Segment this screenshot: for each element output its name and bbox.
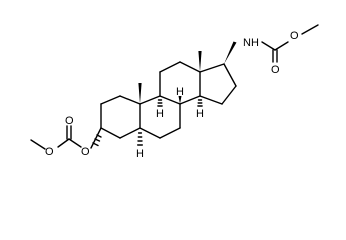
bond-c14-c8 [179, 95, 201, 105]
bond-c3-c4 [100, 127, 121, 139]
bond-o-ring-carbonate-c [68, 138, 82, 148]
label-h-c5: H [136, 148, 144, 160]
label-h-c14: H [196, 108, 204, 120]
label-carbonate-carbonyl-o: O [65, 115, 74, 127]
bond-carbamate-c-o-ester [274, 41, 289, 51]
bond-c10-c9 [139, 95, 161, 105]
label-carbamate-carbonyl-o: O [271, 64, 280, 76]
hash-c14-h [197, 99, 203, 107]
bond-carbonate-c-o-left [57, 138, 70, 148]
bond-c3-o-ring [90, 127, 102, 149]
bond-c13-c17 [199, 63, 225, 73]
bond-c9-c8 [159, 95, 181, 105]
bond-c11-c12 [159, 61, 181, 73]
label-carbamate-ester-o: O [290, 30, 299, 42]
bonds [30, 24, 319, 150]
hash-c3-o [92, 134, 102, 147]
hash-c5-h [136, 132, 144, 146]
structure-svg: NH O O O O O H H H H [30, 24, 319, 160]
bond-c4-c5 [119, 127, 141, 139]
bond-c17-c16 [223, 63, 237, 87]
wedge-c17-nh [224, 41, 237, 64]
bond-c16-c15 [221, 85, 237, 105]
label-h-c8: H [176, 86, 184, 98]
bond-c12-c13 [179, 61, 201, 73]
wedge-c13-methyl [198, 51, 202, 72]
bond-nh-carbamate-c [261, 41, 276, 51]
molecule-structure-diagram: NH O O O O O H H H H [30, 24, 319, 160]
bond-c10-c1 [119, 95, 141, 105]
wedge-c10-methyl [138, 83, 142, 104]
bond-c6-c5 [139, 127, 161, 139]
bond-o-ester-methyl [301, 24, 319, 35]
hash-c9-h [157, 99, 163, 107]
label-carbamate-nh: NH [243, 37, 259, 49]
label-carbonate-o-ring: O [81, 146, 90, 158]
wedge-c8-h [178, 96, 182, 104]
bond-c15-c14 [199, 95, 223, 105]
atom-labels: NH O O O O O H H H H [45, 30, 299, 160]
bond-c1-c2 [100, 95, 121, 105]
label-carbonate-o-left: O [45, 146, 54, 158]
bond-o-left-methyl [30, 139, 46, 150]
bond-c7-c6 [159, 127, 181, 139]
label-h-c9: H [156, 108, 164, 120]
